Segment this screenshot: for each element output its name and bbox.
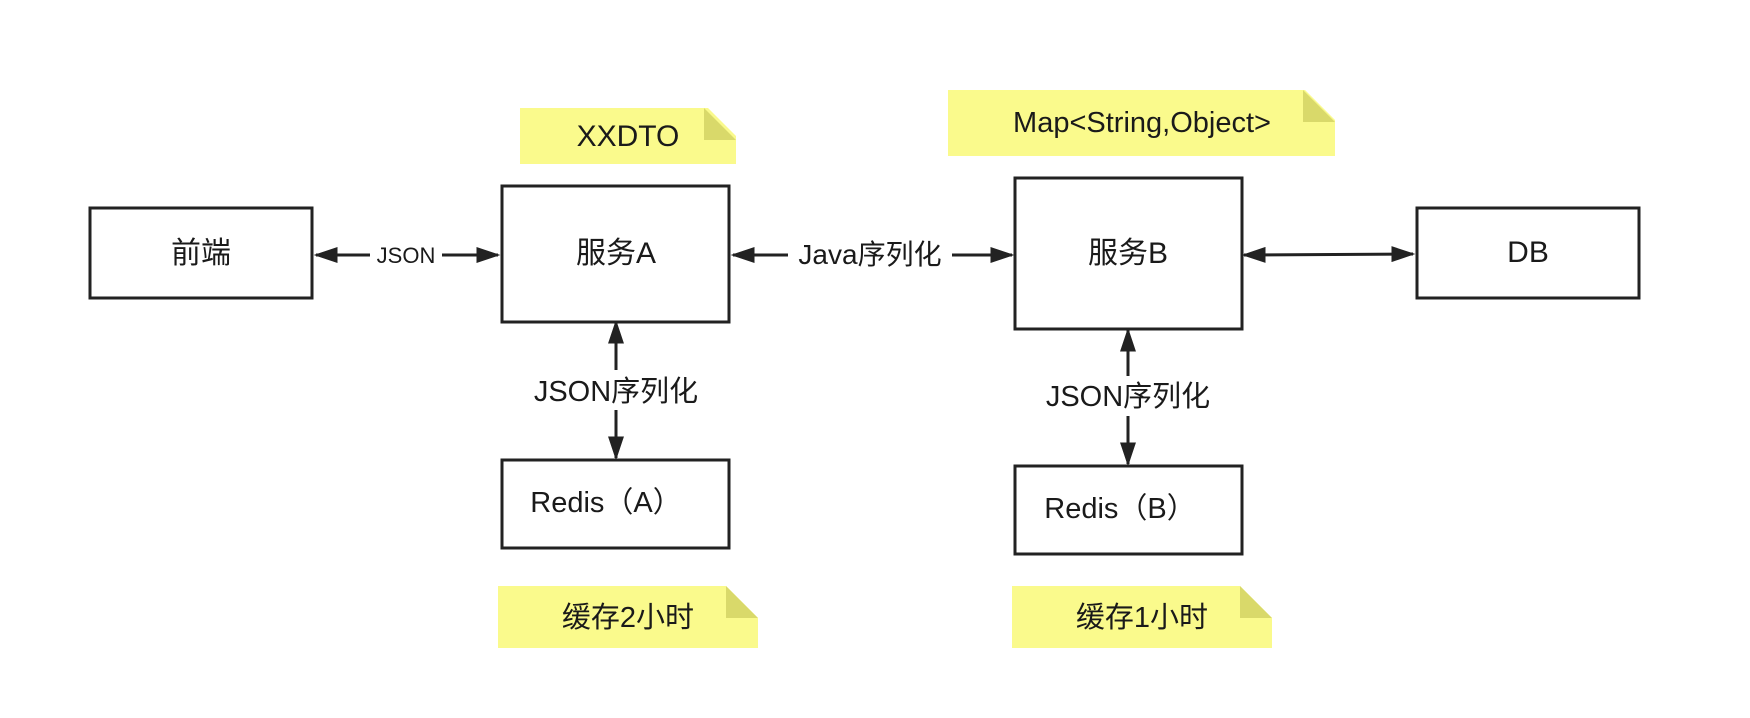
box-redis-a: Redis（A） [500,458,731,550]
connector-service-a-service-b: Java序列化 [730,236,1015,272]
connector-service-b-redis-b-label: JSON序列化 [1046,380,1210,413]
note-redis-b-text: 缓存1小时 [1076,601,1208,634]
box-redis-b-label: Redis（B） [1044,493,1196,525]
connector-service-b-db [1241,246,1416,263]
note-redis-a-text: 缓存2小时 [562,601,694,634]
box-redis-a-label: Redis（A） [530,487,682,519]
connector-frontend-service-a: JSON [313,240,501,270]
connector-service-a-redis-a-label: JSON序列化 [534,375,698,408]
box-service-b-label: 服务B [1088,237,1168,270]
box-frontend-label: 前端 [171,237,231,270]
box-db: DB [1415,206,1641,300]
note-service-a-text: XXDTO [577,120,680,153]
box-frontend: 前端 [88,206,314,300]
note-redis-a: 缓存2小时 [498,586,758,648]
box-db-label: DB [1507,236,1549,269]
note-service-b-text: Map<String,Object> [1013,107,1271,139]
connector-service-a-service-b-label: Java序列化 [798,239,941,270]
connector-service-b-redis-b: JSON序列化 [1034,327,1222,467]
connector-frontend-service-a-label: JSON [377,243,436,268]
note-service-a: XXDTO [520,108,736,164]
box-redis-b: Redis（B） [1013,464,1244,556]
box-service-a: 服务A [500,184,731,324]
note-redis-b: 缓存1小时 [1012,586,1272,648]
note-service-b: Map<String,Object> [948,90,1335,156]
connector-service-a-redis-a: JSON序列化 [522,319,710,461]
box-service-a-label: 服务A [576,237,656,270]
box-service-b: 服务B [1013,176,1244,331]
